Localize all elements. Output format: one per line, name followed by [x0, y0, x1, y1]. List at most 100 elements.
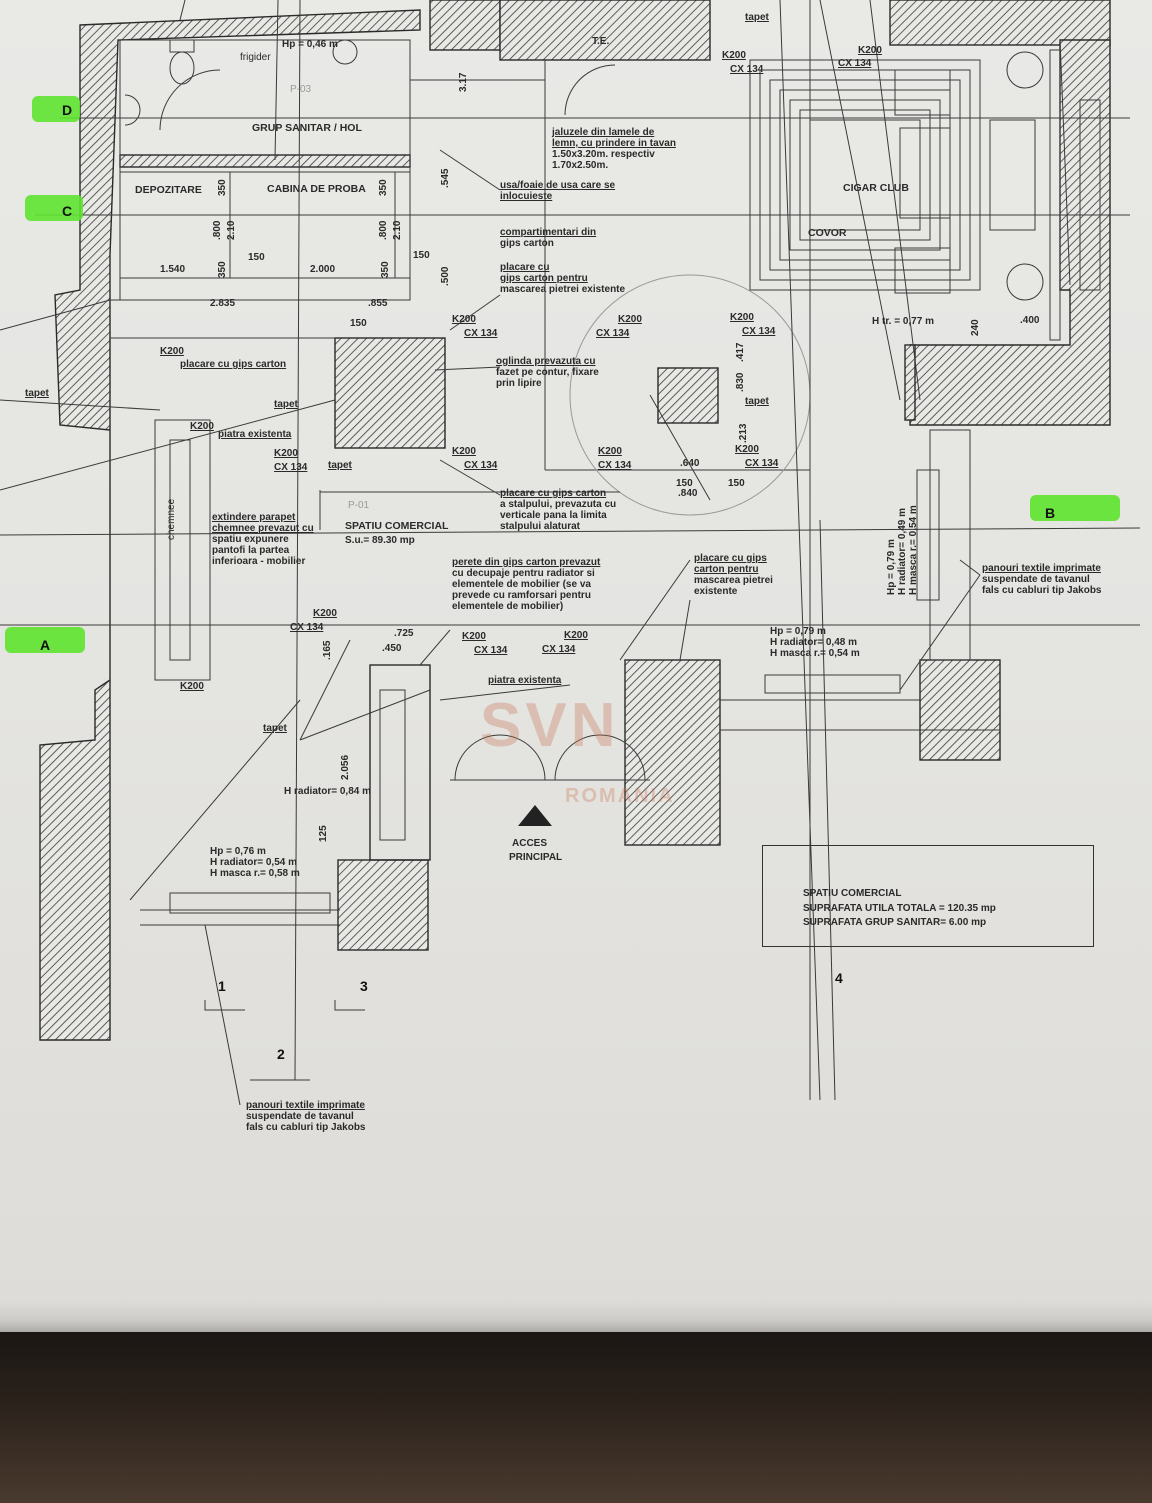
k200-label: K200 — [722, 50, 746, 61]
axis-c-highlight — [25, 195, 83, 221]
axis-d-highlight — [32, 96, 80, 122]
dim-hp-046: Hp = 0,46 m — [282, 39, 338, 50]
tapet-label: tapet — [328, 460, 352, 471]
note-piatra-2: piatra existenta — [488, 675, 562, 686]
paper-edge-shadow — [0, 1300, 1152, 1334]
section-3: 3 — [360, 978, 368, 994]
dim-213: .213 — [738, 423, 749, 443]
k200-label: K200 — [160, 346, 184, 357]
dim-150d: 150 — [676, 478, 693, 489]
dim-545: .545 — [440, 168, 451, 188]
dim-840: .840 — [678, 488, 698, 499]
section-1: 1 — [218, 978, 226, 994]
fridge-label: frigider — [240, 52, 271, 63]
chemnee-label: chemnee — [166, 498, 177, 540]
k200-label: K200 — [858, 45, 882, 56]
dim-210a: 2.10 — [226, 220, 237, 240]
k200-label: K200 — [180, 681, 204, 692]
p03-label: P-03 — [290, 84, 312, 95]
cx134-label: CX 134 — [290, 622, 324, 633]
dim-500: .500 — [440, 266, 451, 286]
dim-210b: 2.10 — [392, 220, 403, 240]
k200-label: K200 — [462, 631, 486, 642]
watermark-logo: SVN — [480, 691, 620, 760]
cx134-label: CX 134 — [596, 328, 630, 339]
wooden-table — [0, 1332, 1152, 1503]
room-cigar: CIGAR CLUB — [843, 182, 909, 194]
k200-label: K200 — [598, 446, 622, 457]
axis-a-highlight — [5, 627, 85, 653]
section-4: 4 — [835, 970, 843, 986]
dim-800b: .800 — [378, 220, 389, 240]
section-2: 2 — [277, 1046, 285, 1062]
note-placare-gips: placare cu gips carton — [180, 359, 287, 370]
linework — [0, 0, 1141, 1106]
axis-b: B — [1045, 505, 1056, 521]
acces-label: ACCES — [512, 838, 548, 849]
summary-title: SPATIU COMERCIAL — [803, 888, 902, 899]
floor-plan-drawing — [0, 0, 1141, 1106]
k200-label: K200 — [452, 446, 476, 457]
note-piatra: piatra existenta — [218, 429, 292, 440]
room-depozitare: DEPOZITARE — [135, 184, 202, 196]
dim-830: .830 — [735, 372, 746, 392]
dim-150b: 150 — [248, 252, 265, 263]
cx134-label: CX 134 — [274, 462, 308, 473]
axis-d: D — [62, 102, 73, 118]
dim-855: .855 — [368, 298, 388, 309]
summary-sanitar-area: SUPRAFATA GRUP SANITAR= 6.00 mp — [803, 917, 987, 928]
dim-350a: 350 — [217, 179, 228, 196]
dim-2056: 2.056 — [340, 754, 351, 780]
tapet-label: tapet — [274, 399, 298, 410]
dim-150e: 150 — [728, 478, 745, 489]
dim-450: .450 — [382, 643, 402, 654]
dim-725: .725 — [394, 628, 414, 639]
dim-417: .417 — [735, 342, 746, 362]
tapet-label: tapet — [745, 396, 769, 407]
dim-350b: 350 — [378, 179, 389, 196]
dim-150c: 150 — [413, 250, 430, 261]
dim-125: 125 — [318, 825, 329, 842]
cx134-label: CX 134 — [598, 460, 632, 471]
area-summary-box: SPATIU COMERCIAL SUPRAFATA UTILA TOTALA … — [762, 845, 1094, 947]
dim-150: 150 — [350, 318, 367, 329]
note-h-radiator: H radiator= 0,84 m — [284, 786, 371, 797]
axis-b-highlight — [1030, 495, 1120, 521]
dim-800a: .800 — [212, 220, 223, 240]
dim-2000: 2.000 — [310, 264, 336, 275]
dim-350d: 350 — [380, 261, 391, 278]
rug-label: COVOR — [808, 227, 847, 239]
watermark-sub: ROMANIA — [565, 785, 675, 807]
tapet-label: tapet — [263, 723, 287, 734]
room-area: S.u.= 89.30 mp — [345, 535, 415, 546]
cx134-label: CX 134 — [742, 326, 776, 337]
k200-label: K200 — [735, 444, 759, 455]
tapet-label: tapet — [745, 12, 769, 23]
dim-2835: 2.835 — [210, 298, 236, 309]
room-cabina: CABINA DE PROBA — [267, 183, 366, 195]
dim-400: .400 — [1020, 315, 1040, 326]
axis-c: C — [62, 203, 73, 219]
k200-label: K200 — [274, 448, 298, 459]
te-label: T.E. — [592, 36, 610, 47]
cx134-label: CX 134 — [745, 458, 779, 469]
entrance-arrow — [518, 805, 552, 826]
room-grup-sanitar: GRUP SANITAR / HOL — [252, 122, 362, 134]
k200-label: K200 — [190, 421, 214, 432]
cx134-label: CX 134 — [838, 58, 872, 69]
cx134-label: CX 134 — [464, 328, 498, 339]
k200-label: K200 — [730, 312, 754, 323]
dim-1540: 1.540 — [160, 264, 186, 275]
dim-350c: 350 — [217, 261, 228, 278]
tapet-label: tapet — [25, 388, 49, 399]
